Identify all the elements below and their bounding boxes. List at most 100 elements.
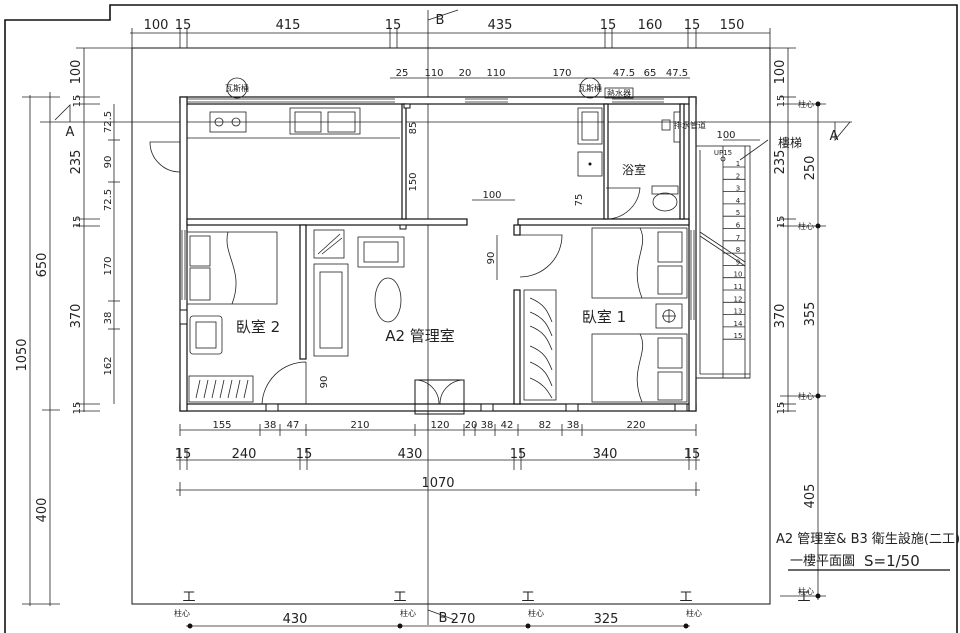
left-outer-dim-1: 1050 [15, 338, 30, 371]
bottom-mid-dim-0: 15 [175, 447, 192, 462]
right-dim-3: 250 [803, 156, 818, 181]
kitchen-dim-5: 47.5 [613, 68, 635, 79]
kitchen-dim-3: 110 [486, 68, 505, 79]
left-inner-ticks [76, 47, 132, 412]
bathroom-fixtures [577, 107, 681, 212]
right-dim-1: 15 [776, 95, 787, 108]
column-label-1: 柱心 [400, 608, 416, 618]
stair-step-number: 7 [736, 234, 740, 242]
title-line1: A2 管理室& B3 衛生設施(二工) [776, 531, 960, 547]
site-frame [131, 47, 771, 605]
top-dim-4: 435 [488, 18, 513, 33]
section-b-top: B [436, 13, 445, 28]
bottom-mid-dim-2: 15 [296, 447, 313, 462]
inner-dim-85: 85 [408, 122, 419, 135]
left-sub-ticks [108, 139, 120, 330]
left-sub-dim-0: 72.5 [103, 111, 114, 133]
stair-step-number: 4 [736, 197, 741, 205]
stair-step-number: 9 [736, 258, 740, 266]
bedroom1-bed-lower [591, 333, 688, 403]
inner-dim-90b: 90 [319, 376, 330, 389]
right-dim-2: 235 [773, 150, 788, 175]
top-dim-2: 415 [276, 18, 301, 33]
room-label-bedroom1: 臥室 1 [582, 308, 626, 326]
exterior-walls [179, 96, 697, 412]
column-marker-2: 工 [521, 590, 534, 605]
bottom-inner-dim-1: 38 [264, 420, 277, 431]
left-sub-dim-4: 38 [103, 312, 114, 325]
inner-dim-75: 75 [574, 194, 585, 207]
stair-up-marker [720, 156, 726, 162]
left-inner-dim-3: 15 [72, 216, 83, 229]
axis-dim-1: 270 [451, 612, 476, 627]
right-column-label-0: 柱心 [798, 99, 814, 109]
top-dim-8: 150 [720, 18, 745, 33]
right-dim-4: 15 [776, 216, 787, 229]
room-label-office: A2 管理室 [385, 327, 455, 345]
top-dim-1: 15 [175, 18, 192, 33]
column-bumps [179, 103, 688, 412]
right-dim-5: 370 [773, 304, 788, 329]
inner-dim-150: 150 [408, 172, 419, 191]
bottom-inner-dim-7: 42 [501, 420, 514, 431]
stair-step-number: 2 [736, 172, 740, 180]
kitchen-dim-1: 110 [424, 68, 443, 79]
stair-up-label: UP15 [714, 149, 732, 157]
stair-dim-100: 100 [716, 130, 735, 141]
drain-label: 排水管道 [674, 120, 706, 130]
right-column-label-1: 柱心 [798, 221, 814, 231]
axis-markers [187, 623, 689, 629]
bedroom2-door-swing [261, 361, 307, 405]
stair-step-number: 11 [734, 283, 743, 291]
column-label-3: 柱心 [686, 608, 702, 618]
column-marker-0: 工 [182, 590, 195, 605]
bedroom1-nightstand [655, 303, 683, 329]
left-inner-dim-2: 235 [69, 150, 84, 175]
title-line2: 一樓平面圖 [790, 554, 855, 569]
stair-step-number: 12 [734, 295, 743, 303]
left-inner-dim-0: 100 [69, 60, 84, 85]
gas-tank-right-label: 瓦斯桶 [578, 83, 602, 93]
stair-step-number: 8 [736, 246, 740, 254]
bottom-inner-dim-4: 120 [430, 420, 449, 431]
stair-step-number: 15 [734, 332, 743, 340]
top-dim-ticks [131, 28, 771, 48]
section-a-left: A [66, 125, 75, 140]
left-sub-dim-3: 170 [103, 256, 114, 275]
bottom-inner-dim-8: 82 [539, 420, 552, 431]
kitchen-dim-7: 47.5 [666, 68, 688, 79]
sheet-border [4, 4, 958, 633]
top-dim-7: 15 [684, 18, 701, 33]
right-column-label-2: 柱心 [798, 391, 814, 401]
bottom-inner-dim-0: 155 [212, 420, 231, 431]
office-furniture [313, 229, 405, 357]
stair-step-number: 14 [734, 320, 743, 328]
bottom-inner-dim-6: 38 [481, 420, 494, 431]
column-label-2: 柱心 [528, 608, 544, 618]
gas-tank-left-label: 瓦斯桶 [225, 83, 249, 93]
top-dim-5: 15 [600, 18, 617, 33]
axis-dim-2: 325 [594, 612, 619, 627]
bottom-inner-dim-10: 220 [626, 420, 645, 431]
column-marker-right: 工 [797, 590, 810, 605]
bottom-mid-ticks [179, 448, 697, 470]
kitchen-dim-2: 20 [459, 68, 472, 79]
bathroom-door-swing [605, 187, 641, 220]
gas-tank-left-icon [226, 77, 248, 99]
kitchen-dim-0: 25 [396, 68, 409, 79]
bottom-inner-dim-2: 47 [287, 420, 300, 431]
top-dim-6: 160 [638, 18, 663, 33]
left-outer-ticks [22, 96, 60, 605]
section-a-arrow-right [834, 121, 851, 142]
stair-step-number: 1 [736, 160, 740, 168]
bottom-inner-ticks [179, 424, 697, 436]
top-dim-3: 15 [385, 18, 402, 33]
stair-step-number: 6 [736, 222, 741, 230]
left-sub-dim-5: 162 [103, 356, 114, 375]
section-b-bottom: B [439, 611, 448, 626]
interior-walls [186, 103, 690, 405]
section-a-arrow-left [54, 104, 71, 122]
bottom-mid-dim-5: 340 [593, 447, 618, 462]
left-sub-dim-1: 90 [103, 156, 114, 169]
